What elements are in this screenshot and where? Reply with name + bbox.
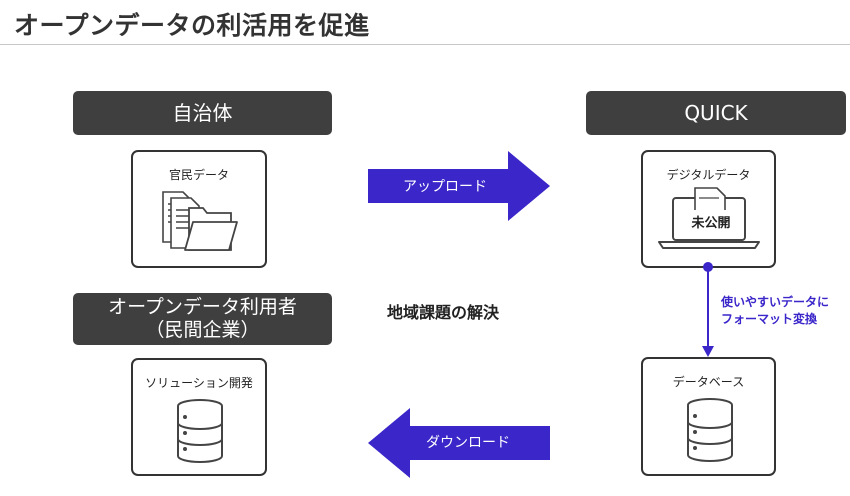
users-header-line2: （民間企業） xyxy=(145,319,260,341)
download-arrow xyxy=(368,408,550,478)
download-arrow-label: ダウンロード xyxy=(426,435,510,451)
unpublished-badge: 未公開 xyxy=(679,210,743,232)
format-conversion-line2: フォーマット変換 xyxy=(721,312,818,326)
database-card: データベース xyxy=(641,357,776,476)
format-conversion-label: 使いやすいデータに フォーマット変換 xyxy=(721,294,829,328)
digital-card-label: デジタルデータ xyxy=(666,168,751,182)
documents-folder-icon xyxy=(162,191,238,251)
municipality-header: 自治体 xyxy=(73,91,332,135)
municipality-header-label: 自治体 xyxy=(172,101,233,125)
quick-header-label: QUICK xyxy=(684,101,748,125)
upload-arrow xyxy=(368,151,550,221)
quick-header: QUICK xyxy=(586,91,846,135)
regional-issue-resolution-text: 地域課題の解決 xyxy=(387,303,500,322)
format-conversion-line1: 使いやすいデータに xyxy=(721,295,830,309)
users-header-line1: オープンデータ利用者 xyxy=(108,296,297,318)
digital-data-card: デジタルデータ 未公開 xyxy=(641,150,776,268)
database-icon xyxy=(687,398,733,462)
title-divider xyxy=(0,44,850,45)
solution-card-label: ソリューション開発 xyxy=(145,376,253,390)
format-conversion-connector xyxy=(702,262,714,357)
solution-development-card: ソリューション開発 xyxy=(131,358,267,476)
municipality-data-card: 官民データ xyxy=(131,150,267,268)
municipality-card-label: 官民データ xyxy=(168,168,229,182)
users-header: オープンデータ利用者 （民間企業） xyxy=(73,293,332,345)
upload-arrow-label: アップロード xyxy=(403,179,487,195)
page-title: オープンデータの利活用を促進 xyxy=(14,11,370,40)
database-card-label: データベース xyxy=(672,375,745,389)
database-icon xyxy=(177,399,223,463)
